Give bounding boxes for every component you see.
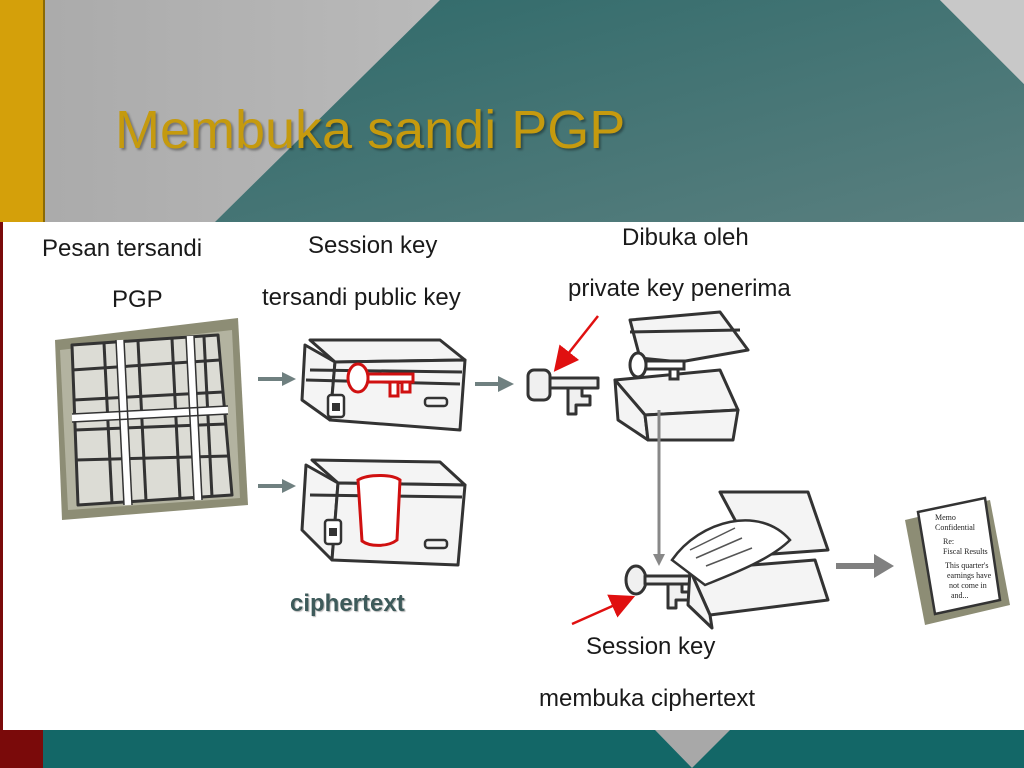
label-encrypted-message-line1: Pesan tersandi (42, 235, 203, 262)
red-pointer-to-session-key (571, 594, 636, 626)
gold-bar-divider (43, 0, 45, 222)
bottom-band (0, 730, 1024, 768)
arrow-to-private-key (475, 376, 514, 392)
plaintext-document-icon: Memo Confidential Re: Fiscal Results Thi… (905, 496, 1010, 625)
gold-side-bar (0, 0, 43, 222)
arrow-to-locked-key-box (258, 372, 296, 386)
bottom-gray-triangle (655, 730, 730, 768)
arrow-to-locked-document-box (258, 479, 296, 493)
open-chest-with-key-icon (613, 310, 750, 442)
encrypted-bundle-icon (55, 318, 248, 520)
document-line-confidential: Confidential (935, 523, 976, 532)
vertical-flow-arrow (653, 410, 665, 566)
document-line-body4: and... (951, 591, 969, 600)
document-line-body1: This quarter's (945, 561, 988, 570)
label-ciphertext: ciphertext (290, 590, 405, 617)
slide-title: Membuka sandi PGP (115, 100, 626, 160)
document-line-subject: Fiscal Results (943, 547, 988, 556)
label-session-key-line1: Session key (308, 232, 438, 259)
label-session-key-open-line1: Session key (586, 633, 716, 660)
label-opened-by-line2: private key penerima (568, 275, 791, 302)
private-key-icon (526, 368, 600, 416)
dark-red-left-edge (0, 222, 3, 730)
header-teal-shape (215, 0, 1024, 222)
locked-chest-with-key-icon (300, 338, 467, 432)
document-line-body2: earnings have (947, 571, 992, 580)
label-session-key-open-line2: membuka ciphertext (539, 685, 756, 712)
red-pointer-to-private-key (553, 315, 599, 372)
document-line-memo: Memo (935, 513, 956, 522)
document-line-body3: not come in (949, 581, 987, 590)
session-key-icon (624, 564, 697, 610)
arrow-to-document (836, 554, 894, 578)
header-light-corner (940, 0, 1024, 84)
label-encrypted-message-line2: PGP (112, 286, 163, 313)
bottom-red-block (0, 730, 43, 768)
label-opened-by-line1: Dibuka oleh (622, 224, 749, 251)
locked-chest-with-document-icon (300, 458, 467, 567)
document-line-re: Re: (943, 537, 954, 546)
open-chest-with-document-icon (670, 490, 830, 630)
label-session-key-line2: tersandi public key (262, 284, 461, 311)
